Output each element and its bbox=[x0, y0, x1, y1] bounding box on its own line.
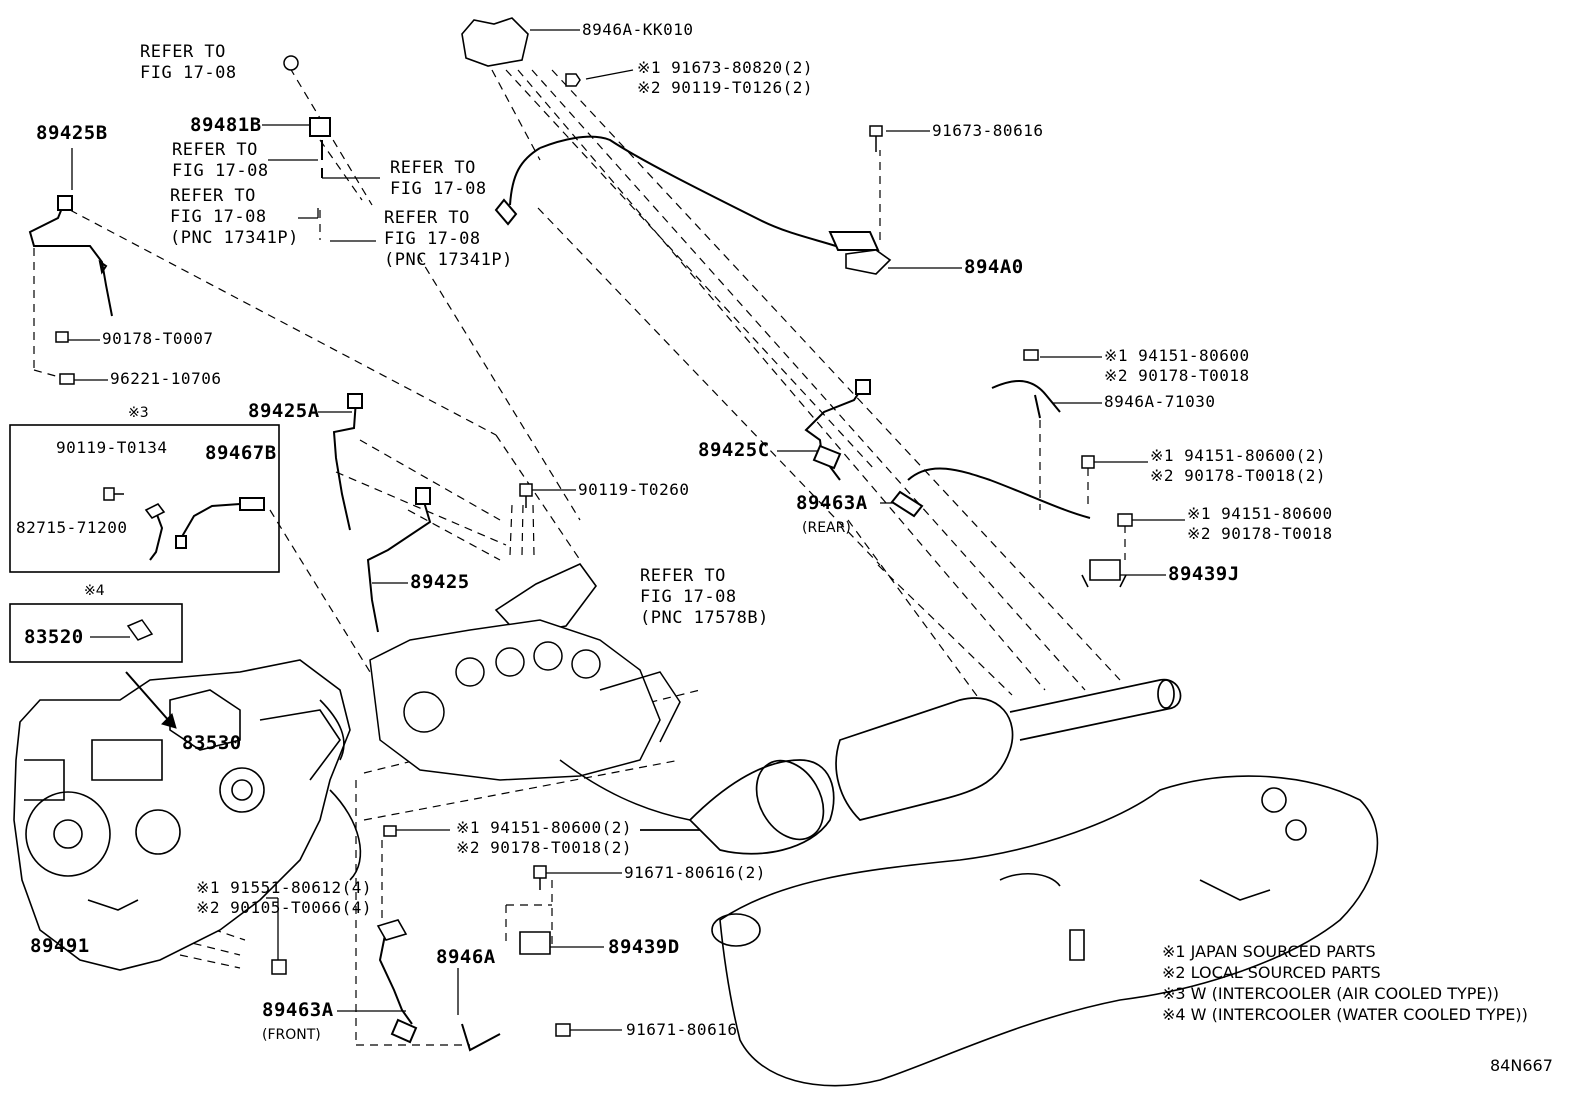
part-90119-T0260[interactable]: 90119-T0260 bbox=[578, 480, 690, 499]
sensor-89425 bbox=[366, 494, 432, 633]
part-83530[interactable]: 83530 bbox=[182, 732, 242, 754]
part-83520[interactable]: 83520 bbox=[24, 626, 84, 648]
part-89467B[interactable]: 89467B bbox=[205, 442, 277, 464]
part-89425B[interactable]: 89425B bbox=[36, 122, 108, 144]
part-90105-T0066[interactable]: ※2 90105-T0066(4) bbox=[196, 898, 373, 917]
refer-fig-6[interactable]: REFER TO FIG 17-08 (PNC 17578B) bbox=[640, 566, 769, 628]
part-89481B[interactable]: 89481B bbox=[190, 114, 262, 136]
fuel-tank bbox=[711, 775, 1379, 1087]
refer-fig-2[interactable]: REFER TO FIG 17-08 bbox=[172, 140, 269, 181]
part-894A0[interactable]: 894A0 bbox=[964, 256, 1024, 278]
part-91673-80616[interactable]: 91673-80616 bbox=[932, 121, 1044, 140]
harness-8946A-71030 bbox=[991, 380, 1061, 413]
manifold bbox=[369, 619, 691, 821]
part-89439D[interactable]: 89439D bbox=[608, 936, 680, 958]
option-boxes bbox=[9, 424, 280, 663]
muffler bbox=[835, 697, 1014, 821]
bracket-82715 bbox=[144, 502, 166, 520]
part-90178-T0018-b[interactable]: ※2 90178-T0018(2) bbox=[1150, 466, 1327, 485]
part-94151-80600-a[interactable]: ※1 94151-80600 bbox=[1104, 346, 1250, 365]
part-89439J[interactable]: 89439J bbox=[1168, 563, 1240, 585]
part-91673-80820[interactable]: ※1 91673-80820(2) bbox=[637, 58, 814, 77]
mark-4: ※4 bbox=[84, 583, 105, 599]
bracket-89439D bbox=[519, 931, 551, 955]
mark-3: ※3 bbox=[128, 405, 149, 421]
legend: ※1 JAPAN SOURCED PARTS ※2 LOCAL SOURCED … bbox=[1162, 944, 1528, 1023]
part-90178-T0018-c[interactable]: ※2 90178-T0018 bbox=[1187, 524, 1333, 543]
part-90119-T0134[interactable]: 90119-T0134 bbox=[56, 438, 168, 457]
legend-note-1: ※1 JAPAN SOURCED PARTS bbox=[1162, 942, 1376, 961]
part-94151-80600-b[interactable]: ※1 94151-80600(2) bbox=[1150, 446, 1327, 465]
part-8946A-71030[interactable]: 8946A-71030 bbox=[1104, 392, 1216, 411]
sensor-89425B bbox=[28, 197, 113, 317]
label-rear: (REAR) bbox=[802, 520, 851, 536]
part-96221-10706[interactable]: 96221-10706 bbox=[110, 369, 222, 388]
part-89425A[interactable]: 89425A bbox=[248, 400, 320, 422]
harness-89463A-rear bbox=[907, 467, 1091, 519]
legend-note-4: ※4 W (INTERCOOLER (WATER COOLED TYPE)) bbox=[1162, 1005, 1528, 1024]
harnesses bbox=[28, 117, 1091, 1052]
refer-fig-1[interactable]: REFER TO FIG 17-08 bbox=[140, 42, 237, 83]
exhaust-system bbox=[640, 678, 1182, 855]
part-89425[interactable]: 89425 bbox=[410, 571, 470, 593]
legend-note-2: ※2 LOCAL SOURCED PARTS bbox=[1162, 963, 1381, 982]
part-8946A-KK010[interactable]: 8946A-KK010 bbox=[582, 20, 694, 39]
diagram-id: 84N667 bbox=[1490, 1056, 1553, 1075]
fasteners bbox=[55, 55, 1133, 1037]
part-89463A-rear[interactable]: 89463A bbox=[796, 492, 868, 514]
label-front: (FRONT) bbox=[262, 1027, 321, 1043]
intercooler-air-box bbox=[9, 424, 280, 573]
harness-89463A-front bbox=[378, 929, 413, 1025]
part-90119-T0126[interactable]: ※2 90119-T0126(2) bbox=[637, 78, 814, 97]
part-91671-80616-2[interactable]: 91671-80616(2) bbox=[624, 863, 766, 882]
intercooler-water-box bbox=[9, 603, 183, 663]
part-91551-80612[interactable]: ※1 91551-80612(4) bbox=[196, 878, 373, 897]
part-89463A-front[interactable]: 89463A bbox=[262, 999, 334, 1021]
pointer-arrow bbox=[125, 671, 171, 723]
engine bbox=[13, 659, 362, 971]
part-89491[interactable]: 89491 bbox=[30, 935, 90, 957]
part-89425C[interactable]: 89425C bbox=[698, 439, 770, 461]
part-90178-T0018-a[interactable]: ※2 90178-T0018 bbox=[1104, 366, 1250, 385]
refer-fig-4[interactable]: REFER TO FIG 17-08 (PNC 17341P) bbox=[170, 186, 299, 248]
bracket-8946A-KK010 bbox=[461, 17, 529, 67]
sensor-89425A bbox=[332, 399, 357, 531]
part-94151-80600-d[interactable]: ※1 94151-80600(2) bbox=[456, 818, 633, 837]
part-91671-80616[interactable]: 91671-80616 bbox=[626, 1020, 738, 1039]
bracket-89439J bbox=[1081, 559, 1127, 588]
tailpipe bbox=[1009, 678, 1182, 741]
part-90178-T0018-d[interactable]: ※2 90178-T0018(2) bbox=[456, 838, 633, 857]
part-90178-T0007[interactable]: 90178-T0007 bbox=[102, 329, 214, 348]
legend-note-3: ※3 W (INTERCOOLER (AIR COOLED TYPE)) bbox=[1162, 984, 1499, 1003]
refer-fig-5[interactable]: REFER TO FIG 17-08 (PNC 17341P) bbox=[384, 208, 513, 270]
part-8946A[interactable]: 8946A bbox=[436, 946, 496, 968]
bracket-front-sensor bbox=[376, 919, 408, 941]
part-94151-80600-c[interactable]: ※1 94151-80600 bbox=[1187, 504, 1333, 523]
refer-fig-3[interactable]: REFER TO FIG 17-08 bbox=[390, 158, 487, 199]
sensor-89467B bbox=[179, 503, 241, 541]
assembly-dashed-lines bbox=[33, 67, 1126, 1046]
part-82715-71200[interactable]: 82715-71200 bbox=[16, 518, 128, 537]
bracket-894A0 bbox=[845, 249, 892, 275]
harness-894A0 bbox=[539, 135, 849, 251]
